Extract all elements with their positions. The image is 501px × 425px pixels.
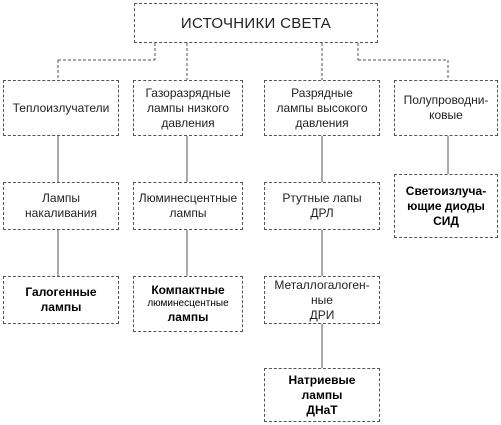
led-label: Светоизлуча- ющие диоды СИД [405, 183, 487, 228]
box-compact-fluorescent: Компактные люминесцентные лампы [133, 276, 243, 332]
low-pressure-discharge-label: Газоразрядные лампы низкого давления [145, 85, 231, 130]
title-box: ИСТОЧНИКИ СВЕТА [134, 3, 378, 43]
box-halogen: Галогенные лампы [3, 276, 119, 324]
box-metal-halide: Металлогалоген- ные ДРИ [264, 276, 380, 324]
box-low-pressure-discharge: Газоразрядные лампы низкого давления [133, 80, 243, 136]
box-heat-emitters: Теплоизлучатели [3, 80, 119, 136]
box-incandescent: Лампы накаливания [3, 182, 119, 230]
heat-emitters-label: Теплоизлучатели [12, 100, 110, 115]
halogen-label: Галогенные лампы [25, 285, 97, 314]
mercury-drl-label: Ртутные лапы ДРЛ [282, 191, 362, 220]
fluorescent-label: Люминесцентные лампы [138, 191, 238, 220]
title-text: ИСТОЧНИКИ СВЕТА [180, 14, 332, 32]
high-pressure-discharge-label: Разрядные лампы высокого давления [276, 85, 368, 130]
sodium-label: Натриевые лампы ДНаТ [288, 372, 356, 417]
box-high-pressure-discharge: Разрядные лампы высокого давления [264, 80, 380, 136]
compact-label-top: Компактные [151, 283, 225, 297]
compact-label-mid: люминесцентные [147, 298, 229, 309]
box-fluorescent: Люминесцентные лампы [133, 182, 243, 230]
box-semiconductor: Полупроводни- ковые [394, 80, 498, 136]
compact-label-bottom: лампы [167, 310, 209, 324]
box-mercury-drl: Ртутные лапы ДРЛ [264, 182, 380, 230]
incandescent-label: Лампы накаливания [25, 191, 97, 220]
box-led: Светоизлуча- ющие диоды СИД [394, 174, 498, 238]
box-sodium: Натриевые лампы ДНаТ [264, 368, 380, 422]
metal-halide-label: Металлогалоген- ные ДРИ [274, 277, 370, 322]
semiconductor-label: Полупроводни- ковые [403, 93, 489, 122]
